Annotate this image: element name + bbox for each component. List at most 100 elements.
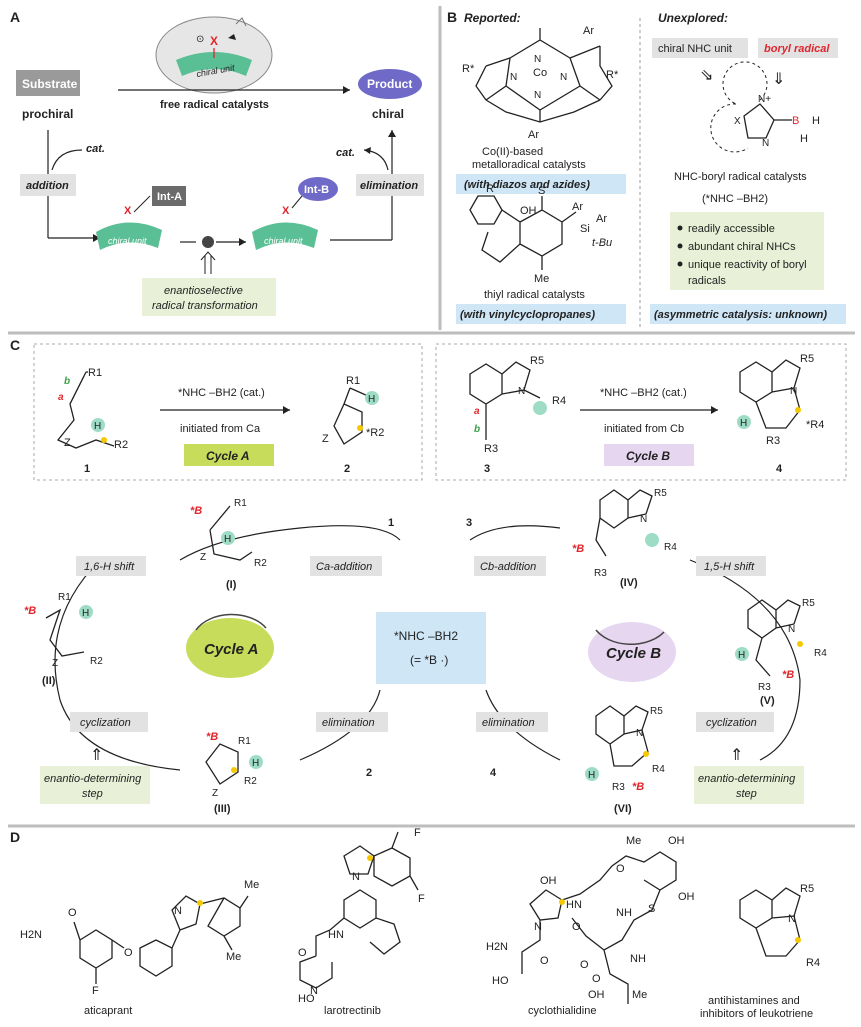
asym-label: (asymmetric catalysis: unknown) xyxy=(654,309,827,321)
nhc-h2-label: H xyxy=(800,133,808,145)
nhc-n-label: N xyxy=(762,138,769,149)
cyclo-me2: Me xyxy=(632,989,647,1001)
vinyl-box xyxy=(456,304,626,324)
stereo-highlight xyxy=(101,437,107,443)
enantio-right-2: step xyxy=(736,788,757,800)
eq-right-reagent: *NHC –BH2 (cat.) xyxy=(600,387,687,399)
panel-label-d: D xyxy=(10,829,20,845)
shift15-label: 1,5-H shift xyxy=(704,561,755,573)
int-I-h: H xyxy=(224,534,231,545)
arrowhead xyxy=(711,406,718,414)
advantage-3b: radicals xyxy=(688,275,726,287)
int-VI-n: N xyxy=(636,728,643,739)
cycle-b-out: 4 xyxy=(490,767,497,779)
porphyrin-r-right: R* xyxy=(606,69,619,81)
cyclo-n: N xyxy=(534,921,542,933)
ca-addition-label: Ca-addition xyxy=(316,561,372,573)
eq-left: b a R1 H Z R2 1 *NHC –BH2 (cat.) initiat… xyxy=(56,367,384,475)
cycle-b-arc-top xyxy=(469,525,561,541)
int-II-h: H xyxy=(82,608,89,619)
int-b-oval xyxy=(298,177,338,201)
cyclo-oh1: OH xyxy=(540,875,557,887)
eq-right-r4: R4 xyxy=(552,395,566,407)
cyclo-s: S xyxy=(648,903,655,915)
nhc-nplus-label: N+ xyxy=(758,94,771,105)
alkyne-bond2 xyxy=(69,375,85,405)
diazos-label: (with diazos and azides) xyxy=(464,179,590,191)
eq-left-num-prod: 2 xyxy=(344,463,350,475)
catalytic-cycles: *NHC –BH2 (= *B ·) Cycle A Cycle B 1 2 C… xyxy=(24,488,827,815)
substrate-label: Substrate xyxy=(22,77,78,91)
eq-right-p-r3: R3 xyxy=(766,435,780,447)
elimination-box xyxy=(356,174,424,196)
int-VI-skeleton xyxy=(595,705,649,767)
thiyl-r: R xyxy=(486,183,494,195)
cycle-a-out: 2 xyxy=(366,767,372,779)
int-III-label: (III) xyxy=(214,803,231,815)
eq-right-num-prod: 4 xyxy=(776,463,783,475)
aticaprant-me1: Me xyxy=(244,879,259,891)
thq-r5: R5 xyxy=(800,883,814,895)
elimination-label: elimination xyxy=(360,180,418,192)
int-III-b: *B xyxy=(206,731,218,743)
advantage-3: unique reactivity of boryl xyxy=(688,259,807,271)
substrate-box xyxy=(16,70,80,96)
int-I-z: Z xyxy=(200,552,206,563)
int-V-label: (V) xyxy=(760,695,775,707)
free-radical-catalysts-label: free radical catalysts xyxy=(160,99,269,111)
thiyl-oh: OH xyxy=(520,205,537,217)
cycle-a-arc-top xyxy=(179,525,401,561)
nhc-b-label: B xyxy=(792,115,799,127)
int-I-skeleton xyxy=(209,505,253,561)
cycle-b-arrow xyxy=(595,629,665,646)
eq-left-h: H xyxy=(94,421,101,432)
double-arrow-left-icon: ⇘ xyxy=(700,67,713,84)
nhc-x-label: X xyxy=(734,116,741,127)
int-II-r1: R1 xyxy=(58,592,71,603)
chiral-unit-shape xyxy=(176,52,252,76)
int-II-r2: R2 xyxy=(90,656,103,667)
x-atom-label: X xyxy=(210,34,218,48)
int-IV-r3: R3 xyxy=(594,568,607,579)
chiral-label: chiral xyxy=(372,107,404,121)
arrowhead xyxy=(283,406,290,414)
co-caption-2: metalloradical catalysts xyxy=(472,159,586,171)
arrowhead xyxy=(239,238,246,246)
eq-right: R5 N R4 a b R3 3 *NHC –BH2 (cat.) initia… xyxy=(469,353,824,475)
cycle-b-label: Cycle B xyxy=(606,645,661,662)
eq-left-p-r2: *R2 xyxy=(366,427,384,439)
larotrectinib-f2: F xyxy=(418,893,425,905)
thiyl-s: S xyxy=(538,185,545,197)
antihist-caption-1: antihistamines and xyxy=(708,995,800,1007)
int-V-b: *B xyxy=(782,669,794,681)
arrowhead xyxy=(343,86,350,94)
chiral-nhc-box xyxy=(652,38,748,58)
vinyl-label: (with vinylcyclopropanes) xyxy=(460,309,595,321)
enantioselective-box xyxy=(142,278,276,316)
nhc-caption: NHC-boryl radical catalysts xyxy=(674,171,807,183)
int-I-r2: R2 xyxy=(254,558,267,569)
elimination-right-label: elimination xyxy=(482,717,535,729)
cyclo-nh1: NH xyxy=(616,907,632,919)
panel-b-reported: Reported: Ar Ar R* R* Co N N N N Co(II)-… xyxy=(456,11,626,324)
cat-curve-left xyxy=(51,149,83,171)
cyclo-nh2: NH xyxy=(630,953,646,965)
int-I-label: (I) xyxy=(226,579,237,591)
enantio-left-2: step xyxy=(82,788,103,800)
eq-right-num-sub: 3 xyxy=(484,463,490,475)
int-a-label: Int-A xyxy=(157,191,182,203)
shift15-box xyxy=(696,556,766,576)
porphyrin-ar-bottom: Ar xyxy=(528,129,539,141)
int-a-unit xyxy=(96,222,162,250)
int-V-h: H xyxy=(738,650,745,661)
cycle-a-arrow xyxy=(195,613,267,631)
cyclo-o3: O xyxy=(540,955,549,967)
thq-r4: R4 xyxy=(806,957,820,969)
cycle-b-arc-right xyxy=(689,559,801,761)
cyclo-ho: HO xyxy=(492,975,509,987)
porphyrin-r-left: R* xyxy=(462,63,475,75)
porphyrin-n-3: N xyxy=(560,72,567,83)
co-caption-1: Co(II)-based xyxy=(482,146,543,158)
eq-left-z: Z xyxy=(64,437,71,449)
